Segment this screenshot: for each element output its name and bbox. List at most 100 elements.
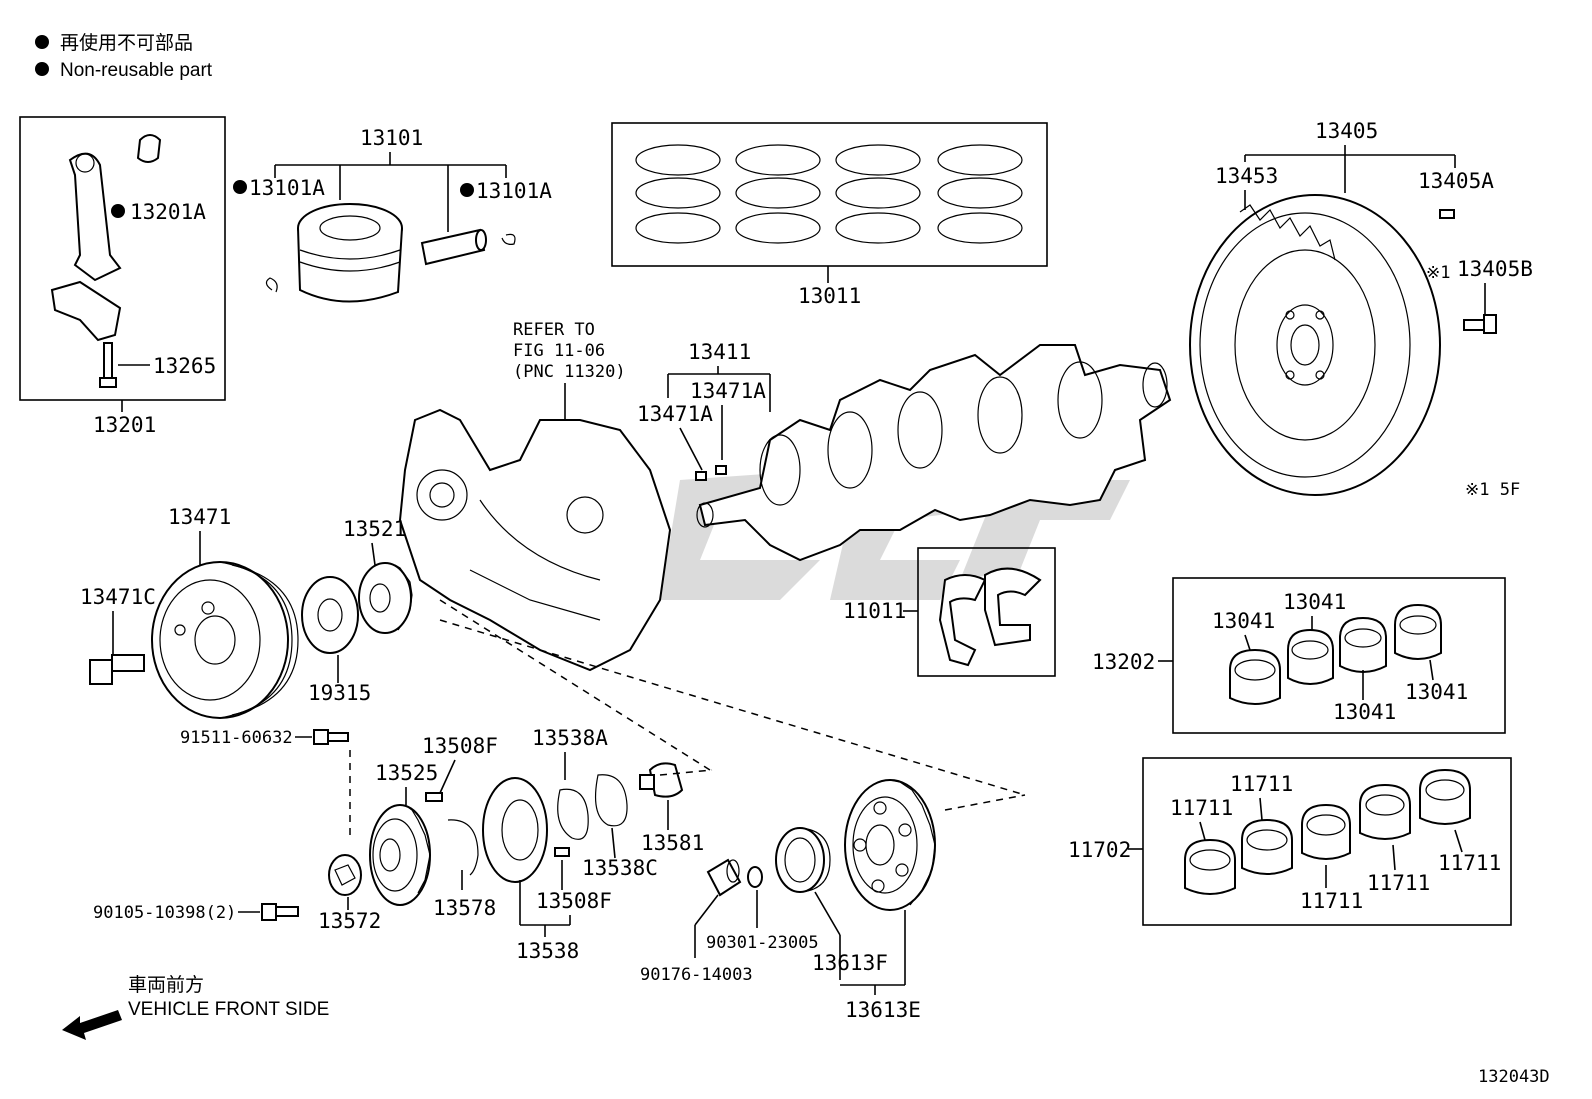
thrust-washer-icon (984, 567, 1042, 647)
label-13508F-b[interactable]: 13508F (536, 889, 612, 913)
crankshaft: 13411 13471A 13471A (637, 340, 1172, 562)
label-11711-4[interactable]: 11711 (1367, 871, 1430, 895)
direction-en: VEHICLE FRONT SIDE (128, 999, 329, 1020)
timing-cover-icon (398, 408, 672, 672)
label-11711-3[interactable]: 11711 (1300, 889, 1363, 913)
conrod-assembly: 13201A 13265 13201 (19, 116, 226, 437)
flywheel-bolt-icon (1463, 314, 1497, 334)
label-13411[interactable]: 13411 (688, 340, 751, 364)
label-11011[interactable]: 11011 (843, 599, 906, 623)
figure-number: 132043D (1478, 1067, 1550, 1087)
piston-assembly: 13101 13101A 13101A (233, 126, 552, 303)
label-11711-1[interactable]: 11711 (1170, 796, 1233, 820)
label-13201[interactable]: 13201 (93, 413, 156, 437)
conrod-icon (68, 152, 122, 282)
bolt-icon (261, 903, 299, 921)
label-13041-3[interactable]: 13041 (1333, 700, 1396, 724)
timing-cover-reference: REFER TO FIG 11-06 (PNC 11320) (398, 320, 672, 672)
non-reusable-dot-icon (233, 180, 247, 194)
label-13471C[interactable]: 13471C (80, 585, 156, 609)
label-13405B[interactable]: 13405B (1457, 257, 1533, 281)
label-13201A[interactable]: 13201A (130, 200, 206, 224)
label-13101A-left[interactable]: 13101A (249, 176, 325, 200)
main-bearing-set: 11702 11711 11711 11711 11711 11711 (1068, 757, 1512, 926)
label-19315[interactable]: 19315 (308, 681, 371, 705)
bolt-icon (313, 729, 349, 745)
label-13265[interactable]: 13265 (153, 354, 216, 378)
label-13041-1[interactable]: 13041 (1212, 609, 1275, 633)
label-13508F-a[interactable]: 13508F (422, 734, 498, 758)
direction-jp: 車両前方 (128, 974, 204, 996)
label-13521[interactable]: 13521 (343, 517, 406, 541)
label-13405[interactable]: 13405 (1315, 119, 1378, 143)
front-parts-area: 13508F 13525 13578 13572 90105-10398(2) … (93, 599, 1026, 963)
label-13572[interactable]: 13572 (318, 909, 381, 933)
bushing-icon (136, 134, 162, 163)
thrust-washer-icon (938, 574, 987, 667)
bearing-shell-icon (1229, 603, 1442, 705)
non-reusable-dot-icon (111, 204, 125, 218)
label-13613F[interactable]: 13613F (812, 951, 888, 975)
label-13041-2[interactable]: 13041 (1283, 590, 1346, 614)
pin-icon (425, 792, 443, 802)
bolt-91511: 91511-60632 (180, 728, 351, 835)
dowel-pin-icon (1439, 209, 1455, 219)
oil-seal-icon (775, 827, 831, 893)
cam-sprocket-icon (844, 779, 936, 911)
label-13101A-right[interactable]: 13101A (476, 179, 552, 203)
conrod-cap-icon (50, 280, 122, 342)
shaft-cap-icon (328, 854, 362, 896)
label-13525[interactable]: 13525 (375, 761, 438, 785)
legend: 再使用不可部品 Non-reusable part (35, 32, 213, 81)
label-90176-14003[interactable]: 90176-14003 (640, 965, 753, 985)
snap-ring-icon (447, 819, 479, 876)
label-90105-10398[interactable]: 90105-10398(2) (93, 903, 236, 923)
label-13405A[interactable]: 13405A (1418, 169, 1494, 193)
label-91511-60632[interactable]: 91511-60632 (180, 728, 293, 748)
label-13471A-a[interactable]: 13471A (690, 379, 766, 403)
note-5f: ※1 5F (1465, 480, 1520, 500)
label-13578[interactable]: 13578 (433, 896, 496, 920)
label-11702[interactable]: 11702 (1068, 838, 1131, 862)
thrust-washer-set: 11011 (843, 547, 1056, 677)
label-11711-5[interactable]: 11711 (1438, 851, 1501, 875)
label-13202[interactable]: 13202 (1092, 650, 1155, 674)
bearing-shell-icon (1184, 768, 1471, 895)
conrod-bearing-set: 13202 13041 13041 13041 13041 (1092, 577, 1506, 734)
label-13538A[interactable]: 13538A (532, 726, 608, 750)
label-90301-23005[interactable]: 90301-23005 (706, 933, 819, 953)
vehicle-front-indicator: 車両前方 VEHICLE FRONT SIDE (62, 974, 329, 1040)
label-13613E[interactable]: 13613E (845, 998, 921, 1022)
label-13101[interactable]: 13101 (360, 126, 423, 150)
legend-jp: 再使用不可部品 (60, 32, 193, 54)
refer-line3: (PNC 11320) (513, 362, 626, 382)
refer-line2: FIG 11-06 (513, 341, 605, 361)
label-13581[interactable]: 13581 (641, 831, 704, 855)
label-13471[interactable]: 13471 (168, 505, 231, 529)
label-13453[interactable]: 13453 (1215, 164, 1278, 188)
label-13538C[interactable]: 13538C (582, 856, 658, 880)
plate-icon (482, 777, 548, 883)
label-13471A-b[interactable]: 13471A (637, 402, 713, 426)
label-13538[interactable]: 13538 (516, 939, 579, 963)
refer-line1: REFER TO (513, 320, 595, 340)
crank-gear-icon (358, 562, 413, 634)
snap-ring-icon (501, 233, 516, 245)
plug-icon (706, 858, 742, 897)
rear-seal-area: 90176-14003 90301-23005 13613F 13613E (640, 779, 936, 1022)
legend-en: Non-reusable part (60, 60, 213, 81)
label-13011[interactable]: 13011 (798, 284, 861, 308)
label-13041-4[interactable]: 13041 (1405, 680, 1468, 704)
crank-sprocket-area: 13521 19315 (301, 517, 413, 705)
gasket-ring-icon (747, 866, 763, 888)
driven-gear-icon (369, 804, 431, 906)
timing-sensor-plate-icon (301, 576, 359, 654)
pulley-bolt-icon (89, 654, 145, 685)
flywheel-assembly: 13405 13453 13405A ※1 13405B ※1 5F (1189, 119, 1533, 500)
piston-pin-icon (420, 228, 487, 266)
non-reusable-dot-icon (35, 62, 49, 76)
non-reusable-dot-icon (35, 35, 49, 49)
ring-icon (595, 774, 628, 827)
label-11711-2[interactable]: 11711 (1230, 772, 1293, 796)
